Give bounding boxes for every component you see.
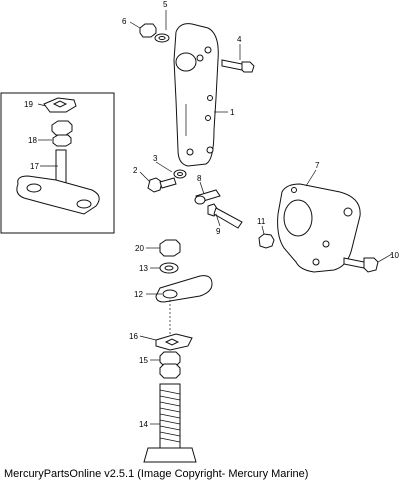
part-17-lever (16, 149, 100, 215)
part-4-bolt (221, 59, 255, 73)
part-8-pin (194, 189, 221, 205)
callout-13: 13 (139, 264, 148, 273)
part-9-bolt (207, 203, 243, 229)
callout-14: 14 (139, 420, 148, 429)
leader-lines (37, 10, 393, 425)
part-20-nut (159, 239, 181, 257)
callout-12: 12 (134, 290, 143, 299)
callout-4: 4 (237, 35, 242, 44)
part-3-washer (173, 169, 187, 179)
callout-5: 5 (163, 0, 168, 9)
callout-19: 19 (24, 100, 33, 109)
inset-frame (0, 92, 115, 234)
part-1-bracket (173, 23, 219, 167)
part-11-nut (258, 233, 275, 249)
part-10-bolt (343, 257, 379, 273)
part-19-tab-washer (43, 97, 77, 113)
callout-1: 1 (230, 108, 235, 117)
callout-8: 8 (197, 174, 202, 183)
callout-10: 10 (390, 251, 399, 260)
callout-7: 7 (315, 161, 320, 170)
callout-6: 6 (122, 17, 127, 26)
callout-2: 2 (133, 166, 138, 175)
part-14-stud (143, 383, 197, 463)
callout-16: 16 (129, 332, 138, 341)
part-5-washer (154, 33, 170, 43)
part-15-nuts (159, 351, 181, 379)
copyright-footer: MercuryPartsOnline v2.5.1 (Image Copyrig… (4, 468, 309, 480)
part-18-nuts (51, 120, 73, 147)
callout-18: 18 (28, 136, 37, 145)
part-2-bolt (147, 177, 177, 193)
callout-17: 17 (30, 162, 39, 171)
part-16-tab-washer (155, 333, 193, 351)
part-6-nut (139, 23, 157, 38)
callout-11: 11 (257, 217, 266, 226)
callout-20: 20 (135, 244, 144, 253)
callout-3: 3 (153, 154, 158, 163)
callout-9: 9 (216, 227, 221, 236)
part-12-rod-end (155, 275, 213, 303)
part-13-washer (159, 262, 179, 274)
callout-15: 15 (139, 356, 148, 365)
